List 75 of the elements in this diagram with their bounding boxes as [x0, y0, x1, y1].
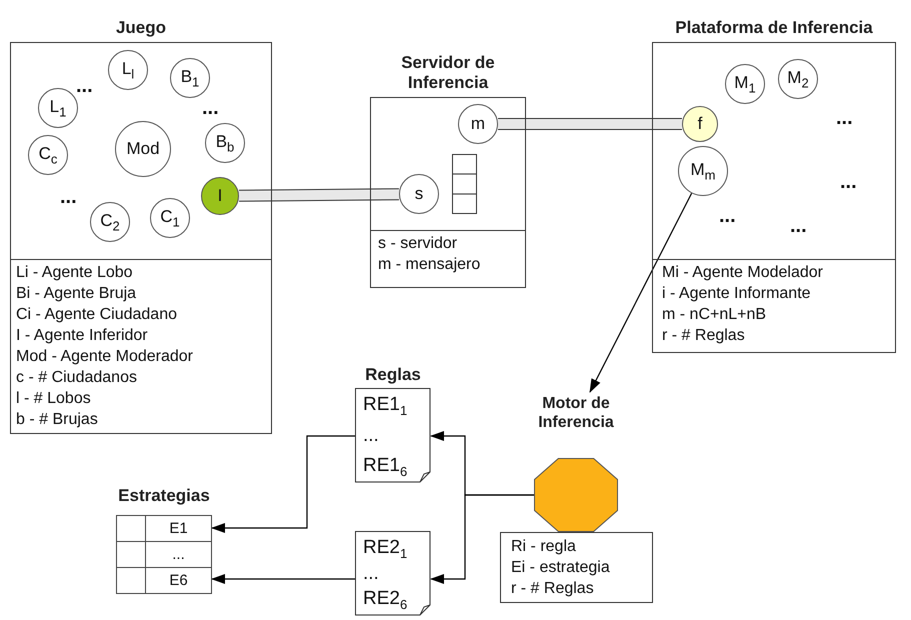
circle-label: C$_{1}$: [160, 206, 180, 230]
legend-text: I - Agente Inferidor: [16, 326, 148, 346]
circle-label: C$_{c}$: [38, 144, 58, 166]
arrow: [589, 192, 692, 393]
legend-text: Ri - regla: [511, 537, 576, 557]
circle-label: M$_{2}$: [787, 68, 809, 90]
pipe-connector: [498, 119, 682, 129]
agent-circle: [778, 59, 818, 99]
circle-label: f: [698, 114, 702, 134]
arrow: [430, 494, 534, 584]
table-cell: E6: [145, 567, 212, 594]
agent-circle: [150, 198, 190, 238]
circle-label: B$_{b}$: [216, 132, 234, 154]
circle-label: B$_{1}$: [180, 66, 200, 90]
panel-title: Servidor de Inferencia: [400, 53, 496, 93]
agent-circle: [682, 106, 718, 142]
rule-text: RE1$_{1}$: [363, 394, 408, 420]
engine-title: Motor de Inferencia: [537, 394, 615, 432]
legend-text: c - # Ciudadanos: [16, 368, 137, 388]
agent-circle: [28, 135, 68, 175]
legend-text: Mi - Agente Modelador: [662, 263, 823, 283]
circle-label: I: [218, 186, 222, 206]
arrow: [211, 435, 355, 533]
agent-circle: [458, 104, 498, 144]
pipe-connector: [238, 189, 400, 201]
rule-text: ...: [363, 424, 379, 446]
agent-circle: [205, 123, 245, 163]
agent-circle: [725, 64, 765, 104]
table-title: Estrategias: [117, 486, 211, 506]
panel-title: Plataforma de Inferencia: [674, 18, 874, 38]
rule-text: RE2$_{6}$: [363, 588, 408, 614]
circle-label: m: [470, 114, 486, 134]
rule-text: RE2$_{1}$: [363, 537, 408, 563]
legend-text: r - # Reglas: [511, 579, 594, 599]
agent-circle: [170, 58, 210, 98]
ellipsis-mark: ...: [60, 187, 77, 207]
legend-text: Ei - estrategia: [511, 558, 610, 578]
legend-text: Ci - Agente Ciudadano: [16, 305, 177, 325]
agent-circle: [108, 50, 148, 90]
agent-circle: [201, 177, 239, 215]
agent-circle: [678, 146, 728, 196]
document-title: Reglas: [364, 364, 422, 386]
circle-label: M$_{m}$: [690, 160, 716, 182]
legend-text: m - nC+nL+nB: [662, 305, 766, 325]
ellipsis-mark: ...: [840, 172, 857, 192]
table-cell: E1: [145, 515, 212, 542]
circle-label: L$_{l}$: [122, 58, 134, 82]
circle-label: C$_{2}$: [100, 210, 120, 234]
ellipsis-mark: ...: [790, 216, 807, 236]
ellipsis-mark: ...: [719, 206, 736, 226]
agent-circle: [399, 174, 439, 214]
circle-label: M$_{1}$: [734, 72, 756, 96]
circle-label: s: [414, 184, 424, 204]
arrow: [211, 574, 355, 584]
legend-text: i - Agente Informante: [662, 284, 811, 304]
agent-circle: [38, 88, 78, 128]
legend-box: [500, 532, 653, 603]
legend-text: Mod - Agente Moderador: [16, 347, 193, 367]
legend-text: l - # Lobos: [16, 389, 91, 409]
document-node: [355, 531, 431, 616]
circle-label: Mod: [126, 139, 160, 159]
legend-text: m - mensajero: [378, 255, 480, 275]
legend-text: s - servidor: [378, 234, 458, 254]
agent-circle: [90, 202, 130, 242]
legend-text: b - # Brujas: [16, 410, 98, 430]
ellipsis-mark: ...: [76, 76, 93, 96]
ellipsis-mark: ...: [202, 98, 219, 118]
rule-text: ...: [363, 562, 379, 584]
panel-title: Juego: [114, 18, 168, 38]
legend-text: Bi - Agente Bruja: [16, 284, 136, 304]
circle-label: L$_{1}$: [50, 96, 66, 120]
rule-text: RE1$_{6}$: [363, 455, 408, 481]
ellipsis-mark: ...: [836, 108, 853, 128]
legend-text: Li - Agente Lobo: [16, 263, 133, 283]
legend-text: r - # Reglas: [662, 326, 745, 346]
